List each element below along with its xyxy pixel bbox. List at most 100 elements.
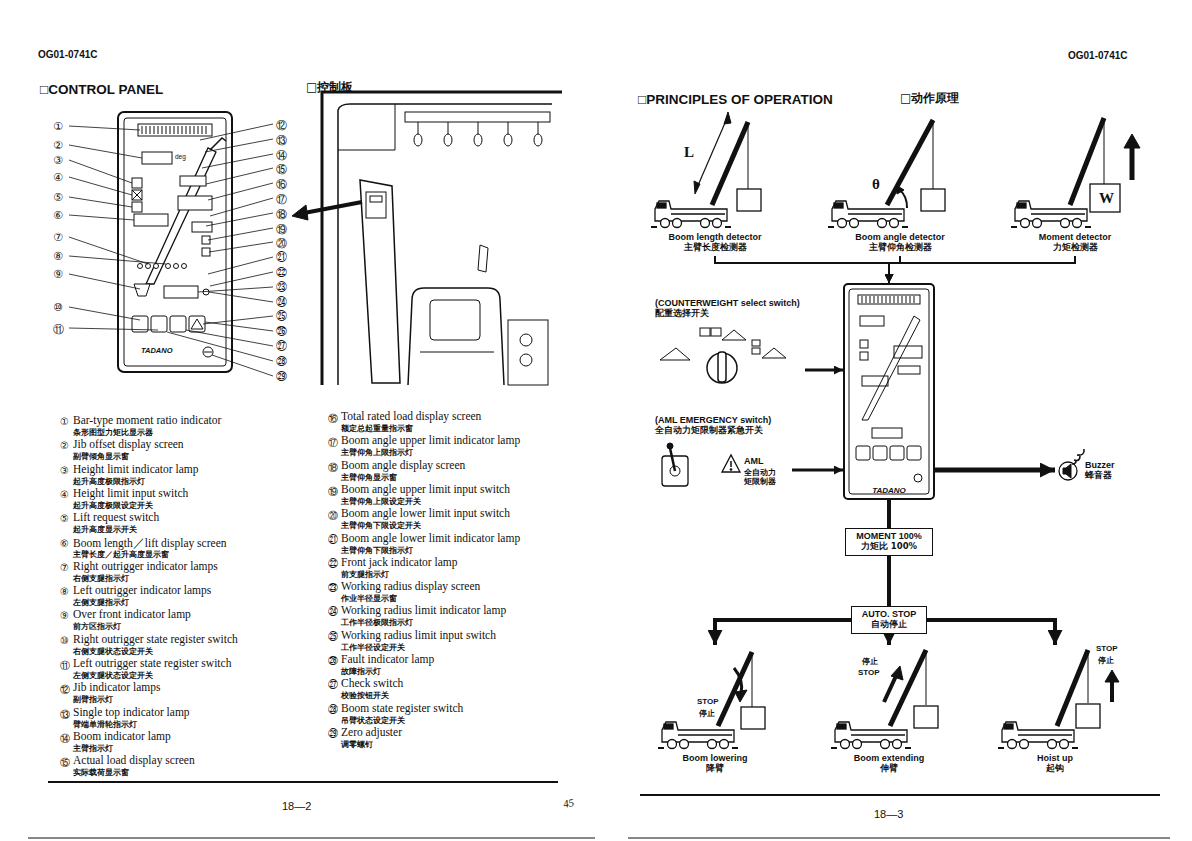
control-panel-drawing bbox=[146, 264, 151, 269]
control-panel-drawing bbox=[189, 316, 205, 332]
item-name-zh: 臂端单滑轮指示灯 bbox=[73, 719, 137, 730]
crane-illustrations bbox=[914, 706, 938, 728]
item-name-zh: 右侧支腿指示灯 bbox=[73, 573, 129, 584]
callout-number: ㉕ bbox=[276, 310, 287, 323]
item-name-zh: 主臂仰角显示窗 bbox=[341, 472, 397, 483]
item-name: Fault indicator lamp bbox=[341, 653, 434, 665]
callout-number: ④ bbox=[53, 171, 63, 184]
cab-illustration bbox=[292, 205, 308, 220]
callout-number: ㉒ bbox=[276, 266, 287, 279]
item-number: ⑭ bbox=[60, 732, 70, 746]
cab-illustration bbox=[420, 352, 494, 353]
node-text: Boom angle detector bbox=[855, 232, 945, 242]
crane-illustrations bbox=[898, 366, 920, 374]
node-text: 主臂仰角检测器 bbox=[869, 242, 932, 254]
control-panel-drawing bbox=[204, 352, 212, 353]
item-number: ⑮ bbox=[60, 756, 70, 770]
control-panel-drawing bbox=[118, 112, 232, 372]
item-number: ⑥ bbox=[60, 538, 69, 549]
symbol-label: W bbox=[1099, 190, 1114, 207]
item-number: ⑫ bbox=[60, 683, 70, 697]
crane-illustrations bbox=[752, 348, 760, 354]
switch-group: (AML EMERGENCY switch)全自动力矩限制器紧急开关 bbox=[652, 413, 792, 500]
crane-illustrations bbox=[872, 428, 902, 438]
node-text: Buzzer bbox=[1085, 460, 1115, 470]
crane-illustrations bbox=[730, 469, 732, 471]
item-name: Boom angle display screen bbox=[341, 459, 465, 471]
node-text: 主臂长度检测器 bbox=[684, 242, 747, 254]
control-panel-drawing bbox=[182, 264, 187, 269]
item-name: Working radius display screen bbox=[341, 580, 480, 592]
item-name-zh: 主臂仰角下限设定开关 bbox=[341, 520, 421, 531]
node-text: TADANO bbox=[872, 486, 906, 495]
crane-illustrations bbox=[896, 185, 904, 194]
crane-illustrations bbox=[858, 295, 920, 304]
crane-illustrations bbox=[667, 443, 673, 449]
cab-illustration bbox=[338, 104, 552, 385]
control-panel-drawing bbox=[132, 190, 142, 200]
crane-illustrations bbox=[700, 328, 710, 336]
connector bbox=[927, 620, 1055, 645]
crane-illustrations bbox=[890, 446, 904, 460]
crane-illustrations bbox=[860, 316, 884, 326]
item-name-zh: 实际载荷显示窗 bbox=[73, 767, 129, 778]
process-box: MOMENT 100%力矩比 100% bbox=[845, 528, 933, 556]
callout-number: ㉙ bbox=[276, 370, 287, 383]
crane-illustrations bbox=[998, 722, 1078, 749]
control-panel-drawing bbox=[132, 202, 142, 212]
cab-illustration bbox=[322, 92, 562, 385]
item-name-zh: 工作半径极限指示灯 bbox=[341, 617, 413, 628]
callout-number: ⑭ bbox=[276, 148, 287, 163]
connector bbox=[715, 256, 889, 283]
cab-illustration bbox=[430, 300, 480, 340]
control-panel-drawing bbox=[132, 190, 142, 200]
crane-illustrations bbox=[748, 122, 749, 189]
page-rules bbox=[28, 838, 595, 839]
cab-illustration bbox=[360, 180, 400, 383]
control-panel-drawing bbox=[180, 176, 206, 186]
callout-number: ⑪ bbox=[53, 322, 64, 337]
cab-illustration bbox=[534, 134, 542, 146]
crane-illustrations bbox=[722, 330, 746, 340]
item-number: ③ bbox=[60, 465, 69, 476]
connector bbox=[887, 500, 891, 528]
cab-illustration bbox=[520, 334, 532, 346]
detector-caption: Boom angle detector主臂仰角检测器 bbox=[835, 230, 965, 256]
node-text: Moment detector bbox=[1039, 232, 1112, 242]
item-name: Jib indicator lamps bbox=[73, 681, 161, 693]
crane-illustrations bbox=[926, 650, 927, 705]
node-text: Boom lowering bbox=[683, 753, 748, 763]
callout-number: ⑨ bbox=[53, 268, 63, 281]
item-number: ⑦ bbox=[60, 562, 69, 573]
switch-label: AML bbox=[744, 456, 764, 466]
item-name-zh: 调零螺钉 bbox=[341, 739, 373, 750]
item-number: ⑬ bbox=[60, 708, 70, 722]
item-number: ㉕ bbox=[328, 631, 338, 642]
control-panel-drawing bbox=[174, 264, 179, 269]
crane-illustrations bbox=[696, 116, 728, 190]
node-text: 伸臂 bbox=[880, 763, 898, 775]
control-panel-drawing bbox=[124, 118, 226, 366]
cab-illustration bbox=[366, 192, 386, 218]
crane-illustrations bbox=[1105, 670, 1119, 682]
item-name: Working radius limit input switch bbox=[341, 629, 496, 641]
page-rules bbox=[28, 782, 1170, 838]
control-panel-drawing bbox=[138, 124, 212, 136]
item-name: Front jack indicator lamp bbox=[341, 556, 458, 568]
item-name: Right outrigger state register switch bbox=[73, 633, 238, 645]
switch-group: (COUNTERWEIGHT select switch)配重选择开关 bbox=[652, 296, 805, 385]
result-illustration: Hoist up起钩 bbox=[995, 645, 1115, 777]
item-name-zh: 起升高度极限设定开关 bbox=[73, 500, 153, 511]
callout-number: ⑤ bbox=[53, 191, 63, 204]
crane-illustrations bbox=[694, 181, 700, 194]
cab-illustration bbox=[474, 134, 482, 146]
control-panel-drawing bbox=[191, 319, 203, 329]
symbol-label: L bbox=[684, 144, 694, 161]
crane-illustrations bbox=[651, 201, 731, 228]
node-text: AUTO. STOP bbox=[862, 609, 917, 619]
callout-number: ⑲ bbox=[276, 222, 287, 237]
control-panel-drawing bbox=[166, 264, 171, 269]
item-number: ⑩ bbox=[60, 635, 69, 646]
cab-illustration bbox=[370, 196, 382, 202]
